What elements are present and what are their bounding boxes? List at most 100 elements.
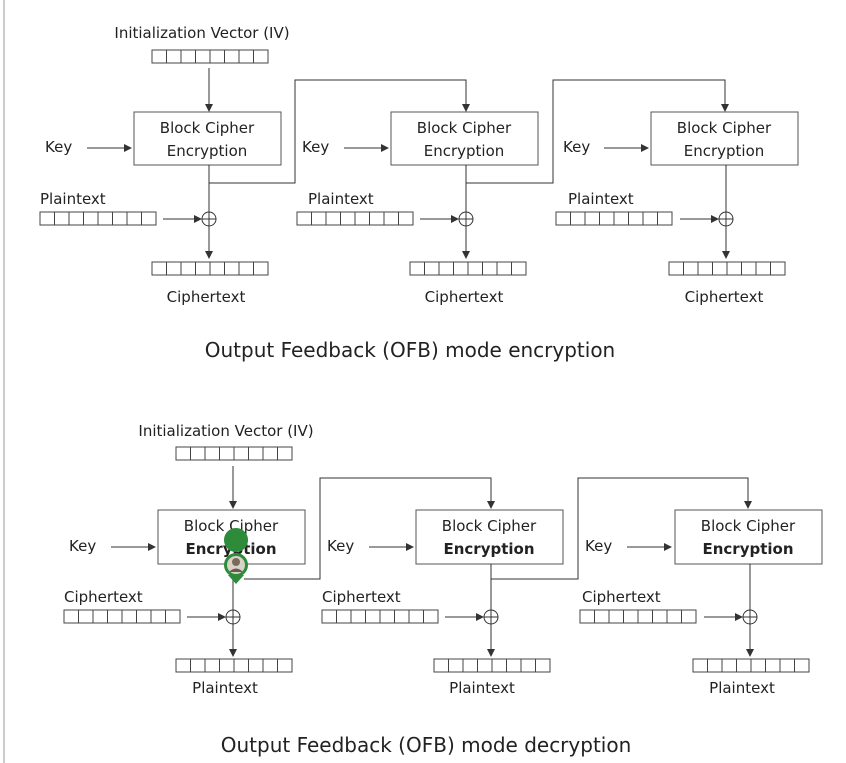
register-cell: [511, 261, 527, 276]
register-cell: [394, 609, 410, 624]
block-cipher-line2: Encryption: [424, 142, 505, 160]
register-cell: [520, 658, 536, 673]
register-cell: [151, 49, 167, 64]
encryption-caption: Output Feedback (OFB) mode encryption: [205, 338, 615, 362]
register-cell: [666, 609, 682, 624]
register-cell: [726, 261, 742, 276]
block-cipher-line2: Encryption: [702, 540, 793, 558]
key-label: Key: [69, 537, 96, 555]
block-cipher-box: [674, 509, 823, 565]
register-cell: [175, 658, 191, 673]
decryption-stage-3: Key Block Cipher Encryption Ciphertext P…: [579, 509, 823, 697]
output-label: Plaintext: [192, 679, 258, 697]
input-label: Plaintext: [568, 190, 634, 208]
register-cell: [39, 211, 55, 226]
input-label: Ciphertext: [322, 588, 401, 606]
xor-icon: [742, 609, 758, 625]
register-cell: [721, 658, 737, 673]
output-register: [668, 261, 786, 276]
register-cell: [321, 609, 337, 624]
block-cipher-line1: Block Cipher: [701, 517, 796, 535]
output-register: [175, 658, 293, 673]
register-cell: [482, 261, 498, 276]
register-cell: [423, 609, 439, 624]
decryption-stage-1: Key Block Cipher Encryption Ciphertext P…: [63, 509, 306, 697]
register-cell: [453, 261, 469, 276]
encryption-stage-3: Key Block Cipher Encryption Plaintext Ci…: [555, 111, 799, 306]
input-label: Plaintext: [40, 190, 106, 208]
register-cell: [599, 211, 615, 226]
feedback-line: [244, 477, 495, 580]
register-cell: [238, 261, 254, 276]
register-cell: [765, 658, 781, 673]
register-cell: [707, 658, 723, 673]
decryption-diagram: Initialization Vector (IV) Key Block Cip…: [63, 422, 823, 757]
register-cell: [369, 211, 385, 226]
register-cell: [83, 211, 99, 226]
input-register: [39, 211, 157, 226]
register-cell: [325, 211, 341, 226]
register-cell: [408, 609, 424, 624]
xor-icon: [483, 609, 499, 625]
key-label: Key: [45, 138, 72, 156]
output-label: Ciphertext: [685, 288, 764, 306]
register-cell: [613, 211, 629, 226]
output-register: [433, 658, 551, 673]
register-cell: [253, 261, 269, 276]
feedback-line: [466, 79, 729, 184]
register-cell: [467, 261, 483, 276]
register-cell: [750, 658, 766, 673]
register-cell: [166, 49, 182, 64]
register-cell: [681, 609, 697, 624]
decryption-stage-2: Key Block Cipher Encryption Ciphertext P…: [321, 509, 564, 697]
register-cell: [97, 211, 113, 226]
register-cell: [78, 609, 94, 624]
register-cell: [136, 609, 152, 624]
register-cell: [608, 609, 624, 624]
register-cell: [204, 446, 220, 461]
register-cell: [224, 49, 240, 64]
register-cell: [238, 49, 254, 64]
output-label: Ciphertext: [425, 288, 504, 306]
input-register: [579, 609, 697, 624]
register-cell: [150, 609, 166, 624]
encryption-diagram: Initialization Vector (IV) Key Block Cip…: [39, 24, 799, 362]
key-label: Key: [585, 537, 612, 555]
register-cell: [54, 211, 70, 226]
register-cell: [92, 609, 108, 624]
input-register: [321, 609, 439, 624]
block-cipher-box: [650, 111, 799, 166]
register-cell: [736, 658, 752, 673]
input-label: Ciphertext: [582, 588, 661, 606]
output-label: Plaintext: [449, 679, 515, 697]
output-label: Plaintext: [709, 679, 775, 697]
input-label: Plaintext: [308, 190, 374, 208]
xor-icon: [718, 211, 734, 227]
register-cell: [555, 211, 571, 226]
iv-label: Initialization Vector (IV): [114, 24, 289, 42]
block-cipher-line1: Block Cipher: [160, 119, 255, 137]
register-cell: [248, 658, 264, 673]
avatar-marker-icon[interactable]: [224, 528, 249, 584]
register-cell: [219, 446, 235, 461]
input-register: [63, 609, 181, 624]
register-cell: [398, 211, 414, 226]
register-cell: [579, 609, 595, 624]
register-cell: [692, 658, 708, 673]
register-cell: [477, 658, 493, 673]
encryption-stage-1: Key Block Cipher Encryption Plaintext Ci…: [39, 111, 282, 306]
block-cipher-box: [390, 111, 539, 166]
register-cell: [175, 446, 191, 461]
register-cell: [623, 609, 639, 624]
register-cell: [126, 211, 142, 226]
register-cell: [424, 261, 440, 276]
register-cell: [277, 658, 293, 673]
output-register: [409, 261, 527, 276]
register-cell: [462, 658, 478, 673]
register-cell: [779, 658, 795, 673]
block-cipher-line2: Encryption: [443, 540, 534, 558]
register-cell: [433, 658, 449, 673]
register-cell: [741, 261, 757, 276]
register-cell: [594, 609, 610, 624]
